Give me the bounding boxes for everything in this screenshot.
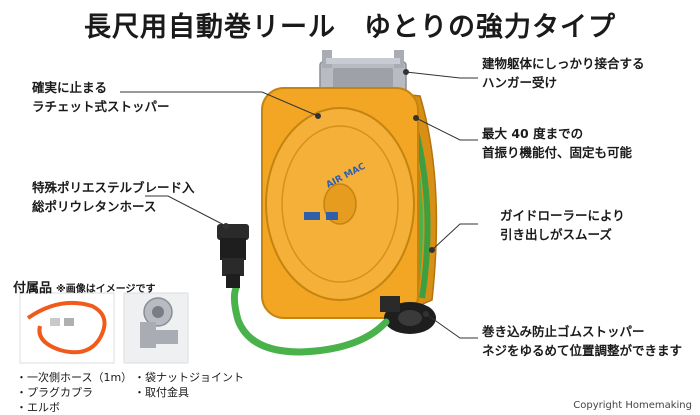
callout-rubber-stopper: 巻き込み防止ゴムストッパー ネジをゆるめて位置調整ができます <box>482 324 683 358</box>
callout-ratchet-stopper: 確実に止まる ラチェット式ストッパー <box>32 80 170 114</box>
hose <box>230 284 390 356</box>
callout-swivel: 最大 40 度までの 首振り機能付、固定も可能 <box>482 126 633 160</box>
copyright: Copyright Homemaking <box>573 400 692 411</box>
reel-body <box>261 87 419 319</box>
accessories-list-1: ・一次側ホース（1m） ・プラグカプラ ・エルボ <box>16 371 133 414</box>
callout-hanger: 建物躯体にしっかり接合する ハンガー受け <box>482 56 645 90</box>
accessories-heading: 付属品※画像はイメージです <box>13 281 156 296</box>
accessory-hose <box>19 292 115 364</box>
page-title: 長尺用自動巻リール ゆとりの強力タイプ <box>84 12 616 43</box>
accessory-elbow <box>123 292 189 364</box>
hose-nozzle <box>217 224 249 288</box>
leader-lines <box>120 69 478 339</box>
callout-guide-roller: ガイドローラーにより 引き出しがスムーズ <box>500 208 625 242</box>
callout-hose: 特殊ポリエステルブレード入 総ポリウレタンホース <box>32 180 195 214</box>
rubber-stopper <box>380 296 436 334</box>
accessories-list-2: ・袋ナットジョイント ・取付金具 <box>134 371 244 399</box>
